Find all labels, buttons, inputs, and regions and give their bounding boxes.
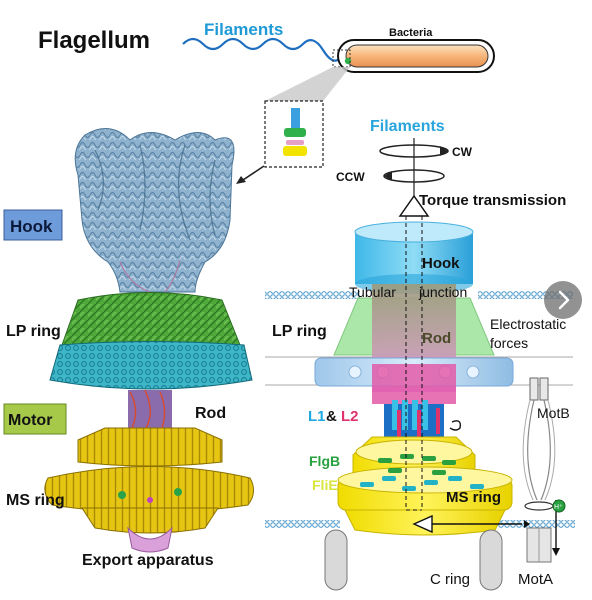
rotation-arrows xyxy=(379,138,449,200)
motor-label-box xyxy=(3,403,67,435)
rod-structure xyxy=(128,389,172,429)
amp-label: & xyxy=(326,408,337,425)
ms-ring-label-left: MS ring xyxy=(6,492,65,509)
inner-membrane-left xyxy=(265,520,340,528)
zoom-arrow xyxy=(239,165,265,183)
ms-ring-label-right: MS ring xyxy=(446,489,501,506)
bacteria-cell xyxy=(337,39,495,73)
c-ring-right xyxy=(479,529,503,591)
secretion-channel xyxy=(405,216,423,511)
zoom-cone xyxy=(265,67,350,101)
junction-label: junction xyxy=(418,284,467,300)
filaments-label-right: Filaments xyxy=(370,118,445,135)
cyan-ring-structure xyxy=(49,341,253,390)
motb-stator xyxy=(522,377,556,501)
torque-arrow-head xyxy=(412,514,433,534)
hook-label-right: Hook xyxy=(422,255,460,272)
zoom-source-box xyxy=(332,49,351,68)
rotation-small-arrow xyxy=(449,420,462,431)
bacteria-label: Bacteria xyxy=(389,27,433,39)
hook-label: Hook xyxy=(10,217,53,236)
export-apparatus-structure xyxy=(127,526,173,553)
rod-lower-segment xyxy=(372,364,456,404)
motb-label: MotB xyxy=(537,405,570,421)
hook-structure xyxy=(74,128,235,293)
mota-label: MotA xyxy=(518,571,553,588)
tubular-label: Tubular xyxy=(349,284,396,300)
c-ring-label: C ring xyxy=(430,571,470,588)
electrostatic-label-2: forces xyxy=(490,335,528,351)
chevron-right-icon xyxy=(558,290,570,310)
top-filaments-label: Filaments xyxy=(204,20,283,39)
rod-label-left: Rod xyxy=(195,405,226,422)
ms-ring-structure xyxy=(44,427,254,534)
flgb-subunits xyxy=(378,454,456,475)
figure-title: Flagellum xyxy=(38,27,150,54)
zoom-inset xyxy=(264,100,324,168)
mota-stator xyxy=(524,499,566,563)
motor-label: Motor xyxy=(8,412,52,429)
filament-wave xyxy=(182,37,341,62)
rod-label-right: Rod xyxy=(422,330,451,347)
export-apparatus-label: Export apparatus xyxy=(82,552,214,569)
c-ring-left xyxy=(324,529,348,591)
l1-label: L1 xyxy=(308,408,326,425)
hook-label-box xyxy=(3,209,63,241)
lp-ring-label-left: LP ring xyxy=(6,323,61,340)
zoom-arrowhead xyxy=(236,176,246,184)
l2-label: L2 xyxy=(341,408,359,425)
electrostatic-label-1: Electrostatic xyxy=(490,316,566,332)
torque-arrowhead xyxy=(398,194,430,217)
flgb-label: FlgB xyxy=(309,453,340,469)
flie-subunits xyxy=(360,476,484,491)
ccw-label: CCW xyxy=(336,170,365,184)
lp-ring-label-right: LP ring xyxy=(272,323,327,340)
flie-label: FliE xyxy=(312,477,338,493)
outer-membrane-left xyxy=(265,291,360,299)
next-button[interactable] xyxy=(544,281,582,319)
torque-transmission-label: Torque transmission xyxy=(419,192,566,209)
outer-membrane-right xyxy=(478,291,573,299)
cw-label: CW xyxy=(452,145,473,159)
h-plus-label: H⁺ xyxy=(554,504,563,511)
torque-arrow-tip xyxy=(524,520,530,528)
